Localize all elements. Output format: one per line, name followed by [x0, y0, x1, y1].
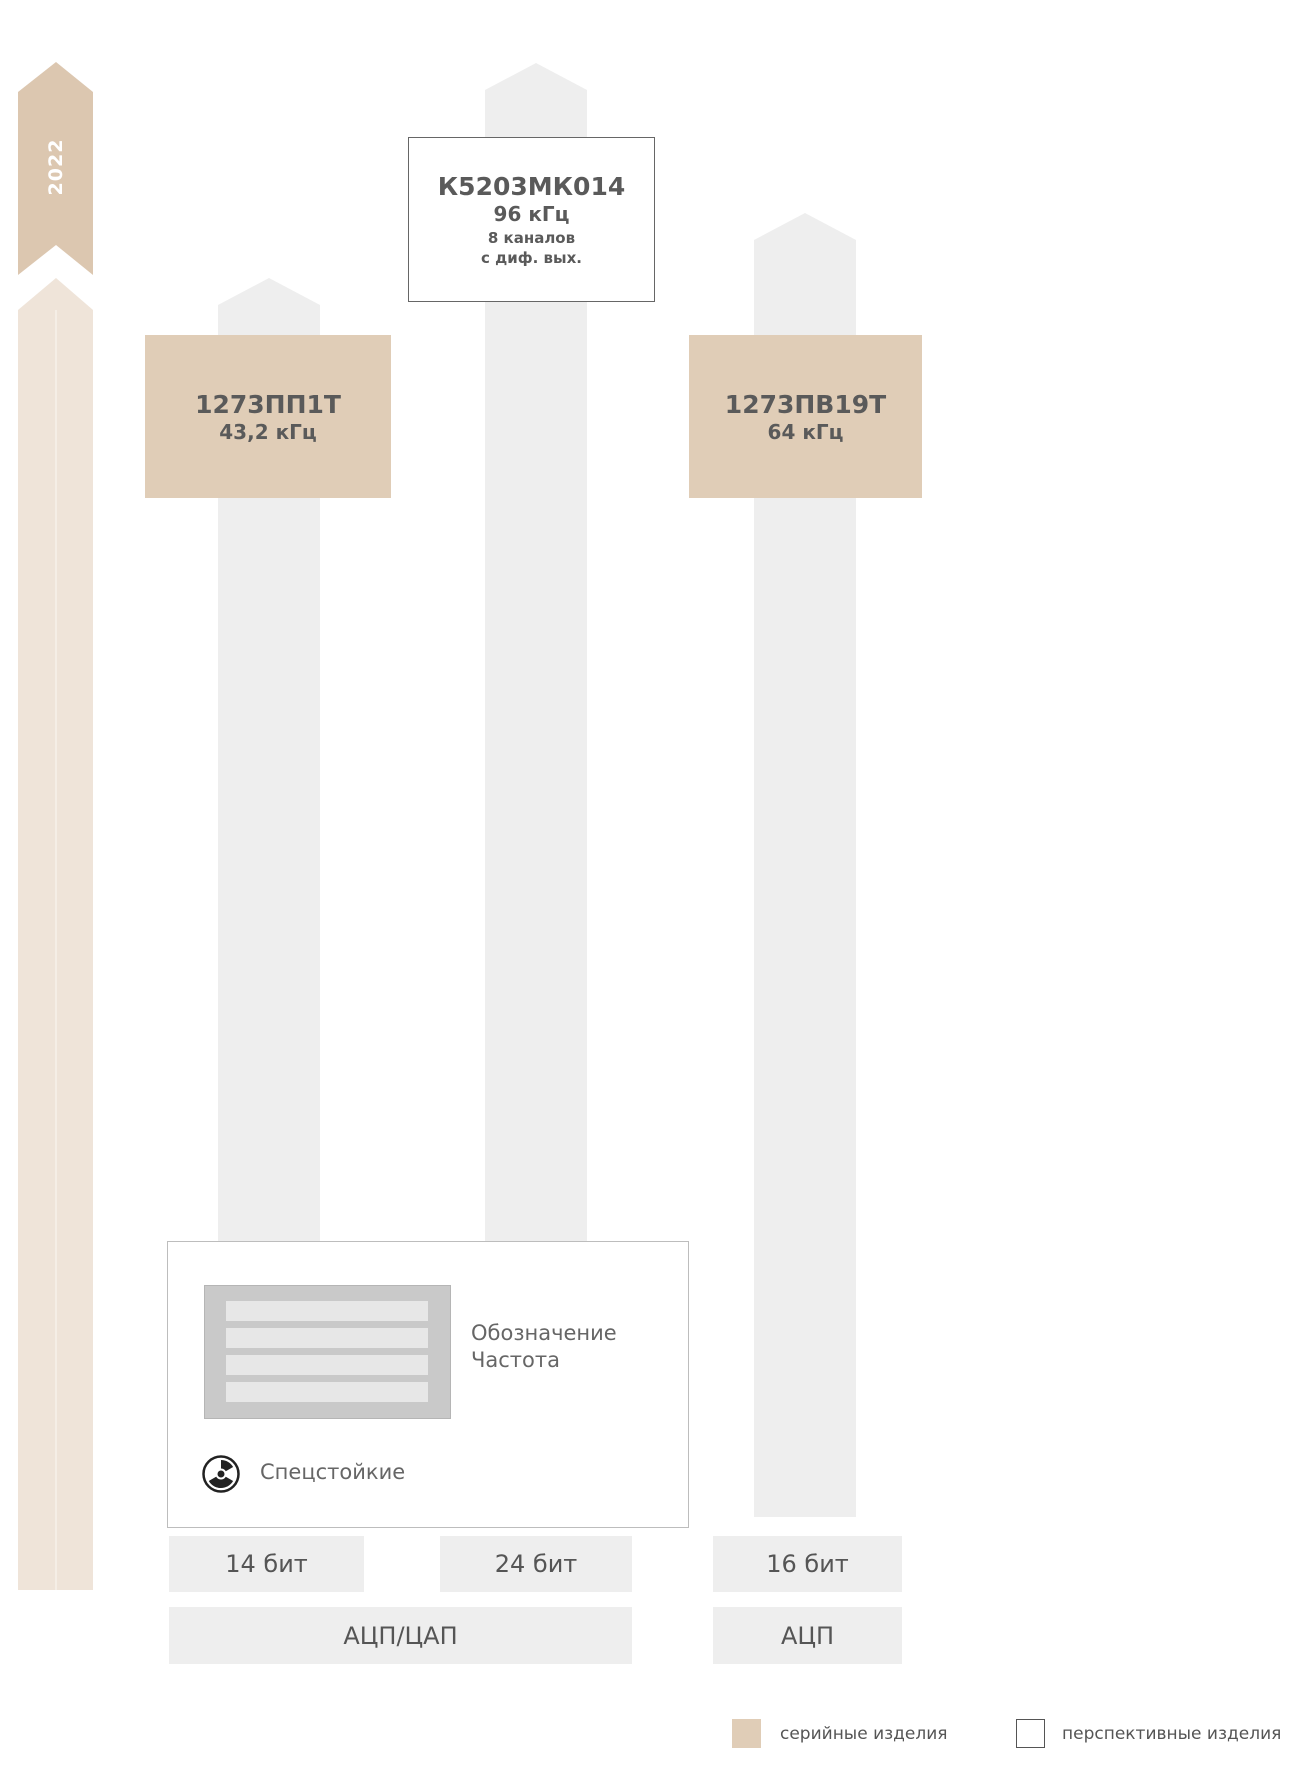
key-frequency-label: Частота — [471, 1348, 560, 1372]
product-frequency: 64 кГц — [767, 419, 844, 444]
group-label-adc: АЦП — [713, 1607, 902, 1664]
product-box-1273pp1t[interactable]: 1273ПП1Т 43,2 кГц — [145, 335, 391, 498]
product-channels: 8 каналов — [487, 229, 576, 247]
product-frequency: 43,2 кГц — [219, 419, 317, 444]
key-sample-box — [204, 1285, 451, 1419]
legend-serial-swatch — [732, 1719, 761, 1748]
key-panel: Обозначение Частота Спецстойкие — [167, 1241, 689, 1528]
column-1273pp1t — [218, 278, 320, 1250]
legend-perspective-label: перспективные изделия — [1062, 1724, 1282, 1744]
product-box-k5203mk014[interactable]: К5203МК014 96 кГц 8 каналов с диф. вых. — [408, 137, 655, 302]
legend-perspective-swatch — [1016, 1719, 1045, 1748]
radiation-icon — [202, 1455, 240, 1493]
group-label-adc-dac: АЦП/ЦАП — [169, 1607, 632, 1664]
column-1273pv19t — [754, 213, 856, 1517]
bits-label-24: 24 бит — [440, 1536, 632, 1592]
legend-serial-label: серийные изделия — [780, 1724, 948, 1744]
key-designation-label: Обозначение — [471, 1321, 617, 1345]
product-name: К5203МК014 — [437, 172, 626, 201]
product-box-1273pv19t[interactable]: 1273ПВ19Т 64 кГц — [689, 335, 922, 498]
product-frequency: 96 кГц — [493, 202, 570, 226]
product-output: с диф. вых. — [481, 249, 582, 267]
bits-label-16: 16 бит — [713, 1536, 902, 1592]
product-name: 1273ПП1Т — [195, 389, 341, 419]
column-k5203mk014 — [485, 63, 587, 1250]
timeline-year-label: 2022 — [45, 138, 67, 196]
timeline-arrow — [18, 62, 93, 1590]
bits-label-14: 14 бит — [169, 1536, 364, 1592]
key-special-label: Спецстойкие — [260, 1460, 406, 1484]
product-name: 1273ПВ19Т — [724, 389, 887, 419]
